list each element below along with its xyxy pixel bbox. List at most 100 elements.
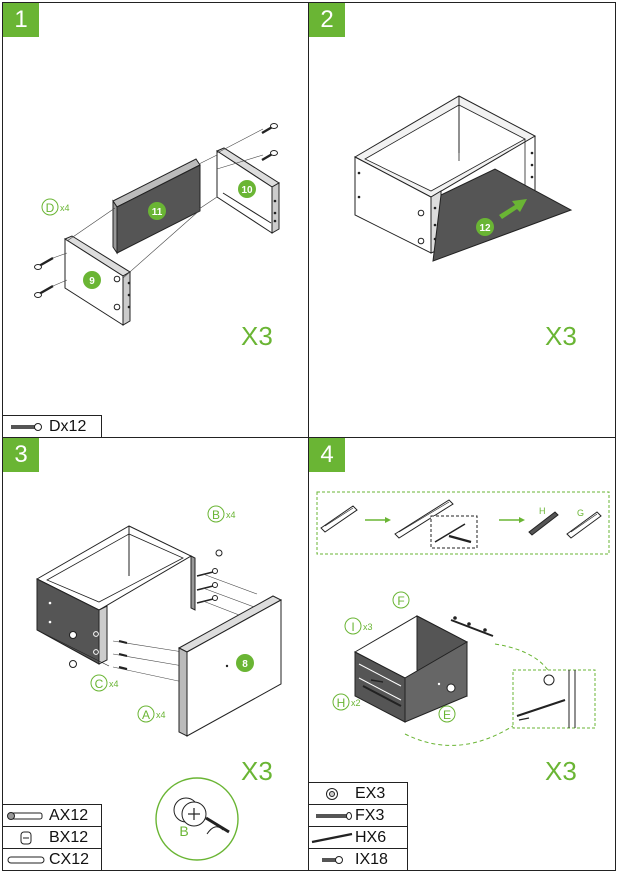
callout-i-letter: I	[351, 620, 354, 634]
callout-h-letter: H	[337, 696, 346, 710]
part-8-badge	[236, 654, 254, 672]
callout-h-qty: x2	[351, 698, 361, 708]
cam-lock-b-icon	[3, 831, 49, 845]
callout-a-qty: x4	[156, 710, 166, 720]
legend-label: HX6	[355, 828, 387, 846]
step-4-diagram: H G F I x3 H	[316, 491, 610, 746]
part-12-badge	[476, 218, 494, 236]
legend-row: Dx12	[3, 416, 101, 437]
legend-label: FX3	[355, 806, 385, 824]
step-3-diagram: 8 B x4 C x4 A x4 B	[35, 505, 283, 861]
legend-row: HX6	[309, 827, 407, 849]
release-tab-icon	[448, 534, 472, 544]
legend-label: AX12	[49, 806, 89, 824]
callout-c-qty: x4	[109, 679, 119, 689]
rail-h-icon	[528, 511, 559, 536]
legend-row: AX12	[3, 805, 101, 827]
step-3-panel: 3	[2, 437, 309, 871]
callout-e-circle	[438, 705, 456, 723]
screw-icon	[261, 123, 278, 135]
bolt-a-icon	[3, 811, 49, 821]
legend-label: EX3	[355, 784, 386, 802]
rail-g-label: G	[577, 508, 584, 518]
step-3-legend: AX12 BX12 CX12	[3, 804, 102, 870]
arrow-right-icon	[385, 517, 391, 523]
legend-label: CX12	[49, 850, 90, 868]
callout-c-letter: C	[95, 677, 104, 691]
callout-b-qty: x4	[226, 510, 236, 520]
hole-icon	[543, 674, 555, 686]
step-4-panel: 4 H G	[308, 437, 616, 871]
release-detail-frame	[430, 515, 478, 549]
step-1-number: 1	[3, 3, 39, 37]
screwdriver-icon	[205, 816, 230, 834]
callout-a-letter: A	[142, 708, 150, 722]
part-8-label: 8	[242, 659, 248, 670]
part-11-label: 11	[152, 207, 163, 218]
rail-disassembly-frame	[316, 491, 610, 555]
callout-d-circle	[41, 198, 59, 216]
step-2-diagram: 12	[353, 95, 573, 262]
part-9-badge	[83, 271, 101, 289]
step-4-legend: EX3 FX3 HX6 IX18	[309, 782, 408, 870]
front-panel-8	[186, 599, 282, 737]
screw-icon	[34, 252, 68, 270]
callout-c-circle	[90, 674, 108, 692]
legend-label: Dx12	[49, 417, 87, 435]
legend-label: IX18	[355, 850, 388, 868]
rail-h-label: H	[539, 506, 546, 516]
step-4-multiplier: X3	[545, 756, 577, 786]
legend-row: EX3	[309, 783, 407, 805]
legend-row: BX12	[3, 827, 101, 849]
detail-label-b: B	[179, 823, 188, 839]
part-10-label: 10	[241, 185, 253, 196]
rod-h-icon	[309, 832, 355, 844]
step-1-multiplier: X3	[241, 321, 273, 351]
step-1-diagram: 11 10 9	[34, 123, 280, 326]
step-4-number: 4	[309, 438, 345, 472]
cam-bolt-icon	[196, 549, 223, 604]
drawer-knob-icon	[446, 683, 456, 693]
part-9-label: 9	[89, 276, 95, 287]
part-12-label: 12	[479, 223, 491, 234]
legend-label: BX12	[49, 828, 89, 846]
callout-h-circle	[332, 693, 350, 711]
side-panel-9-edge	[122, 271, 131, 326]
part-11-badge	[148, 202, 166, 220]
step-3-number: 3	[3, 438, 39, 472]
drawer-rail-icon	[320, 505, 358, 533]
step-2-panel: 2 12 X3	[308, 2, 616, 438]
callout-f-circle	[392, 591, 410, 609]
knob-e-icon	[309, 787, 355, 801]
side-panel-10-edge	[271, 182, 280, 234]
mounted-rail-icon	[450, 619, 494, 637]
legend-row: IX18	[309, 849, 407, 870]
callout-f-letter: F	[397, 594, 404, 608]
callout-a-circle	[137, 705, 155, 723]
step-1-panel: 1 11 10 9	[2, 2, 309, 438]
panel-10-groove	[222, 192, 272, 224]
step-2-multiplier: X3	[545, 321, 577, 351]
step-1-legend: Dx12	[3, 415, 102, 437]
dowel-icon	[118, 640, 128, 670]
callout-e-letter: E	[443, 708, 451, 722]
step-2-number: 2	[309, 3, 345, 37]
screw-i-icon	[309, 855, 355, 865]
screw-d-icon	[3, 422, 49, 432]
dowel-c-icon	[3, 855, 49, 865]
step-3-multiplier: X3	[241, 756, 273, 786]
arrow-right-icon	[519, 517, 525, 523]
cam-lock-icon	[69, 631, 77, 668]
rail-g-icon	[566, 511, 602, 539]
rotate-arrow-icon	[206, 826, 224, 835]
callout-d-qty: x4	[60, 203, 70, 213]
screw-icon	[34, 279, 68, 298]
callout-i-qty: x3	[363, 622, 373, 632]
screw-f-icon	[309, 811, 355, 821]
insert-arrow-icon	[499, 199, 527, 219]
legend-row: FX3	[309, 805, 407, 827]
callout-b-circle	[207, 505, 225, 523]
legend-row: CX12	[3, 849, 101, 870]
screw-icon	[261, 150, 278, 162]
callout-i-circle	[344, 617, 362, 635]
